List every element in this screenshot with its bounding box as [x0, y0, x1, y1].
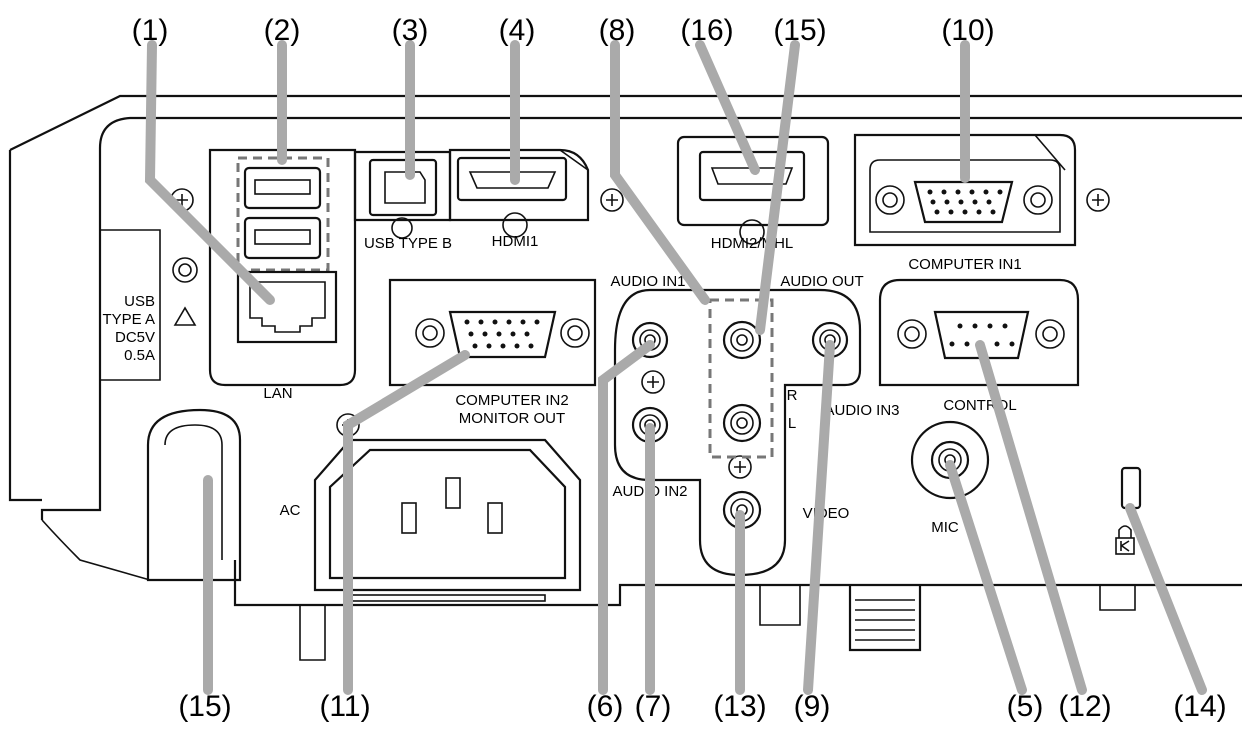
lan-port	[236, 270, 338, 344]
callout-13: (13)	[713, 690, 766, 723]
callout-5: (5)	[1007, 690, 1044, 723]
screw-icon	[641, 370, 665, 394]
computer-in2-port: COMPUTER IN2 MONITOR OUT	[388, 278, 597, 427]
lock-icon	[1115, 525, 1135, 555]
callout-9: (9)	[794, 690, 831, 723]
computer-in1-port: COMPUTER IN1	[853, 133, 1077, 273]
security-bar	[146, 408, 242, 582]
screw-icon	[1086, 188, 1110, 212]
audio-in3-r-jack	[722, 320, 762, 360]
control-label: CONTROL	[943, 397, 1016, 414]
type-a-label: TYPE A	[102, 311, 155, 328]
audio-out-label: AUDIO OUT	[780, 273, 863, 290]
power-led-icon	[172, 257, 198, 283]
callout-11: (11)	[319, 690, 370, 723]
adjuster-foot	[848, 585, 922, 652]
video-label: VIDEO	[803, 505, 850, 522]
mic-label: MIC	[931, 519, 959, 536]
callout-7: (7)	[635, 690, 672, 723]
l-label: L	[788, 415, 796, 432]
usb-type-b-label: USB TYPE B	[364, 235, 452, 252]
audio-in3-l-jack	[722, 403, 762, 443]
hdmi2-mhl-label: HDMI2/MHL	[711, 235, 794, 252]
hdmi1-label: HDMI1	[492, 233, 539, 250]
callout-14: (14)	[1173, 690, 1226, 723]
projector-body	[8, 94, 1242, 661]
ac-label: AC	[280, 502, 301, 519]
computer-in1-label: COMPUTER IN1	[908, 256, 1021, 273]
computer-in2-label: COMPUTER IN2	[455, 392, 568, 409]
callout-15-bottom: (15)	[178, 690, 231, 723]
usb-label: USB	[124, 293, 155, 310]
monitor-out-label: MONITOR OUT	[459, 410, 565, 427]
callout-2: (2)	[264, 14, 301, 47]
callout-10: (10)	[941, 14, 994, 47]
callout-3: (3)	[392, 14, 429, 47]
lan-label: LAN	[263, 385, 292, 402]
leader-lines	[144, 40, 1207, 695]
screw-icon	[600, 188, 624, 212]
callout-12: (12)	[1058, 690, 1111, 723]
usb-a-area: USB TYPE A DC5V 0.5A	[100, 229, 198, 381]
callout-4: (4)	[499, 14, 536, 47]
usb-b-port: USB TYPE B	[353, 150, 452, 252]
audio-in1-label: AUDIO IN1	[610, 273, 685, 290]
callout-16: (16)	[680, 14, 733, 47]
usb-a-port-upper	[243, 166, 322, 210]
screw-icon	[728, 455, 752, 479]
callout-15-top: (15)	[773, 14, 826, 47]
warning-triangle-icon	[173, 306, 197, 326]
ac-inlet: AC	[280, 438, 582, 602]
dc5v-label: DC5V	[115, 329, 155, 346]
callout-8: (8)	[599, 14, 636, 47]
r-label: R	[787, 387, 798, 404]
usb-lan-block: LAN	[208, 148, 357, 402]
callout-labels: (1) (2) (3) (4) (8) (16) (15) (10) (15) …	[132, 14, 1227, 723]
usb-a-port-lower	[243, 216, 322, 260]
current-label: 0.5A	[124, 347, 155, 364]
callout-6: (6)	[587, 690, 624, 723]
audio-in3-label: AUDIO IN3	[824, 402, 899, 419]
callout-1: (1)	[132, 14, 169, 47]
